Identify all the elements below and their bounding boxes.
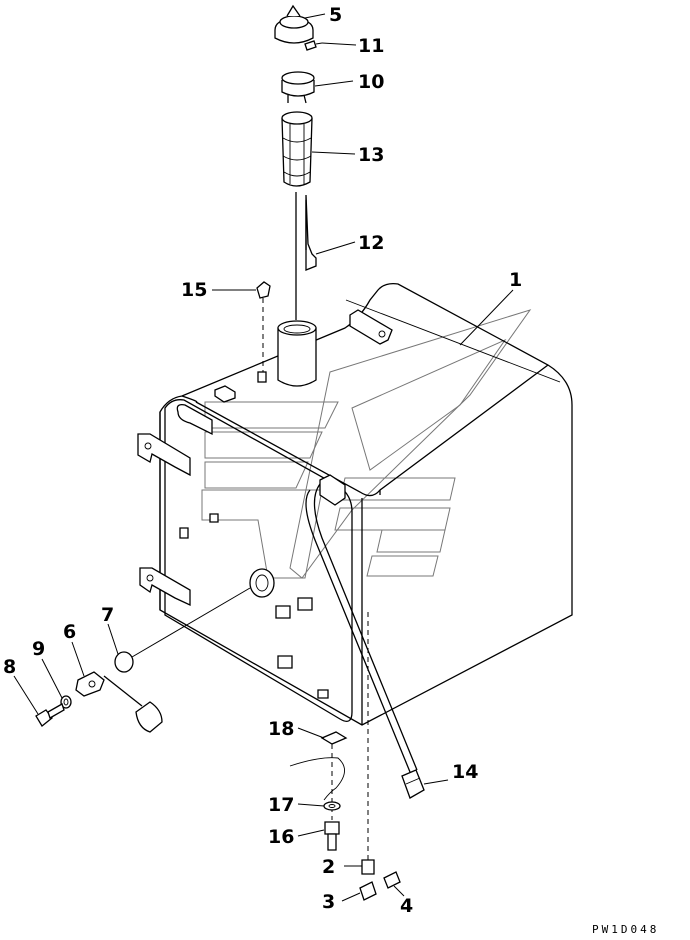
leader-lines <box>13 13 514 902</box>
washer-17 <box>323 801 341 811</box>
drawing-id: PW1D048 <box>592 923 659 936</box>
strainer-ring <box>281 71 315 104</box>
drain-plug-3 <box>359 881 377 901</box>
callout-14: 14 <box>452 761 478 783</box>
elbow-4 <box>383 871 401 889</box>
strainer <box>281 111 313 187</box>
callout-11: 11 <box>358 35 384 57</box>
callout-15: 15 <box>181 279 207 301</box>
callout-6: 6 <box>63 621 76 643</box>
callout-4: 4 <box>400 895 413 917</box>
callout-labels: 1 5 11 10 13 12 15 7 6 9 8 18 14 17 16 2… <box>3 4 522 917</box>
side-bracket-lower <box>139 567 191 607</box>
screw-11 <box>304 40 323 51</box>
bolt-16 <box>324 821 340 851</box>
callout-18: 18 <box>268 718 294 740</box>
dipstick <box>305 194 317 271</box>
tank-face-details <box>176 385 346 699</box>
callout-16: 16 <box>268 826 294 848</box>
drain-cock-2 <box>361 859 375 875</box>
gauge-mount-ring <box>249 568 275 598</box>
filler-cap <box>274 4 314 44</box>
callout-9: 9 <box>32 638 45 660</box>
float-7 <box>114 651 134 673</box>
callout-1: 1 <box>509 269 522 291</box>
callout-17: 17 <box>268 794 294 816</box>
filler-neck <box>277 320 317 387</box>
bolt-8 <box>35 703 65 727</box>
side-bracket-upper <box>137 433 191 477</box>
plug-15 <box>256 281 271 383</box>
callout-8: 8 <box>3 656 16 678</box>
callout-2: 2 <box>322 856 335 878</box>
callout-3: 3 <box>322 891 335 913</box>
washer-9 <box>60 695 72 709</box>
callout-12: 12 <box>358 232 384 254</box>
callout-10: 10 <box>358 71 384 93</box>
callout-7: 7 <box>101 604 114 626</box>
fuel-tank <box>159 282 573 726</box>
callout-13: 13 <box>358 144 384 166</box>
top-bracket <box>349 309 393 345</box>
level-sender <box>75 671 163 733</box>
watermark-logo <box>201 309 532 579</box>
part-18-clip <box>289 731 348 801</box>
hose-fitting-14 <box>401 769 425 799</box>
breather-hose <box>305 483 418 773</box>
callout-5: 5 <box>329 4 342 26</box>
